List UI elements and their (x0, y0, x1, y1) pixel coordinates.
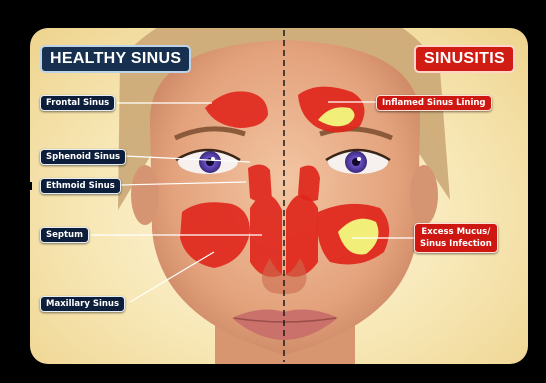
label-excess-mucus: Excess Mucus/ Sinus Infection (414, 223, 498, 253)
label-frontal-sinus: Frontal Sinus (40, 95, 115, 111)
left-ear (131, 165, 159, 225)
label-excess-mucus-line1: Excess Mucus/ (420, 226, 492, 238)
label-septum: Septum (40, 227, 89, 243)
nasal-left (250, 194, 282, 276)
right-ear (410, 165, 438, 225)
title-sinusitis: SINUSITIS (414, 45, 515, 73)
title-healthy-sinus: HEALTHY SINUS (40, 45, 191, 73)
label-inflamed-sinus-lining: Inflamed Sinus Lining (376, 95, 492, 111)
label-sphenoid-sinus: Sphenoid Sinus (40, 149, 126, 165)
label-excess-mucus-line2: Sinus Infection (420, 238, 492, 250)
label-ethmoid-sinus: Ethmoid Sinus (40, 178, 121, 194)
face (150, 40, 420, 355)
label-maxillary-sinus: Maxillary Sinus (40, 296, 125, 312)
